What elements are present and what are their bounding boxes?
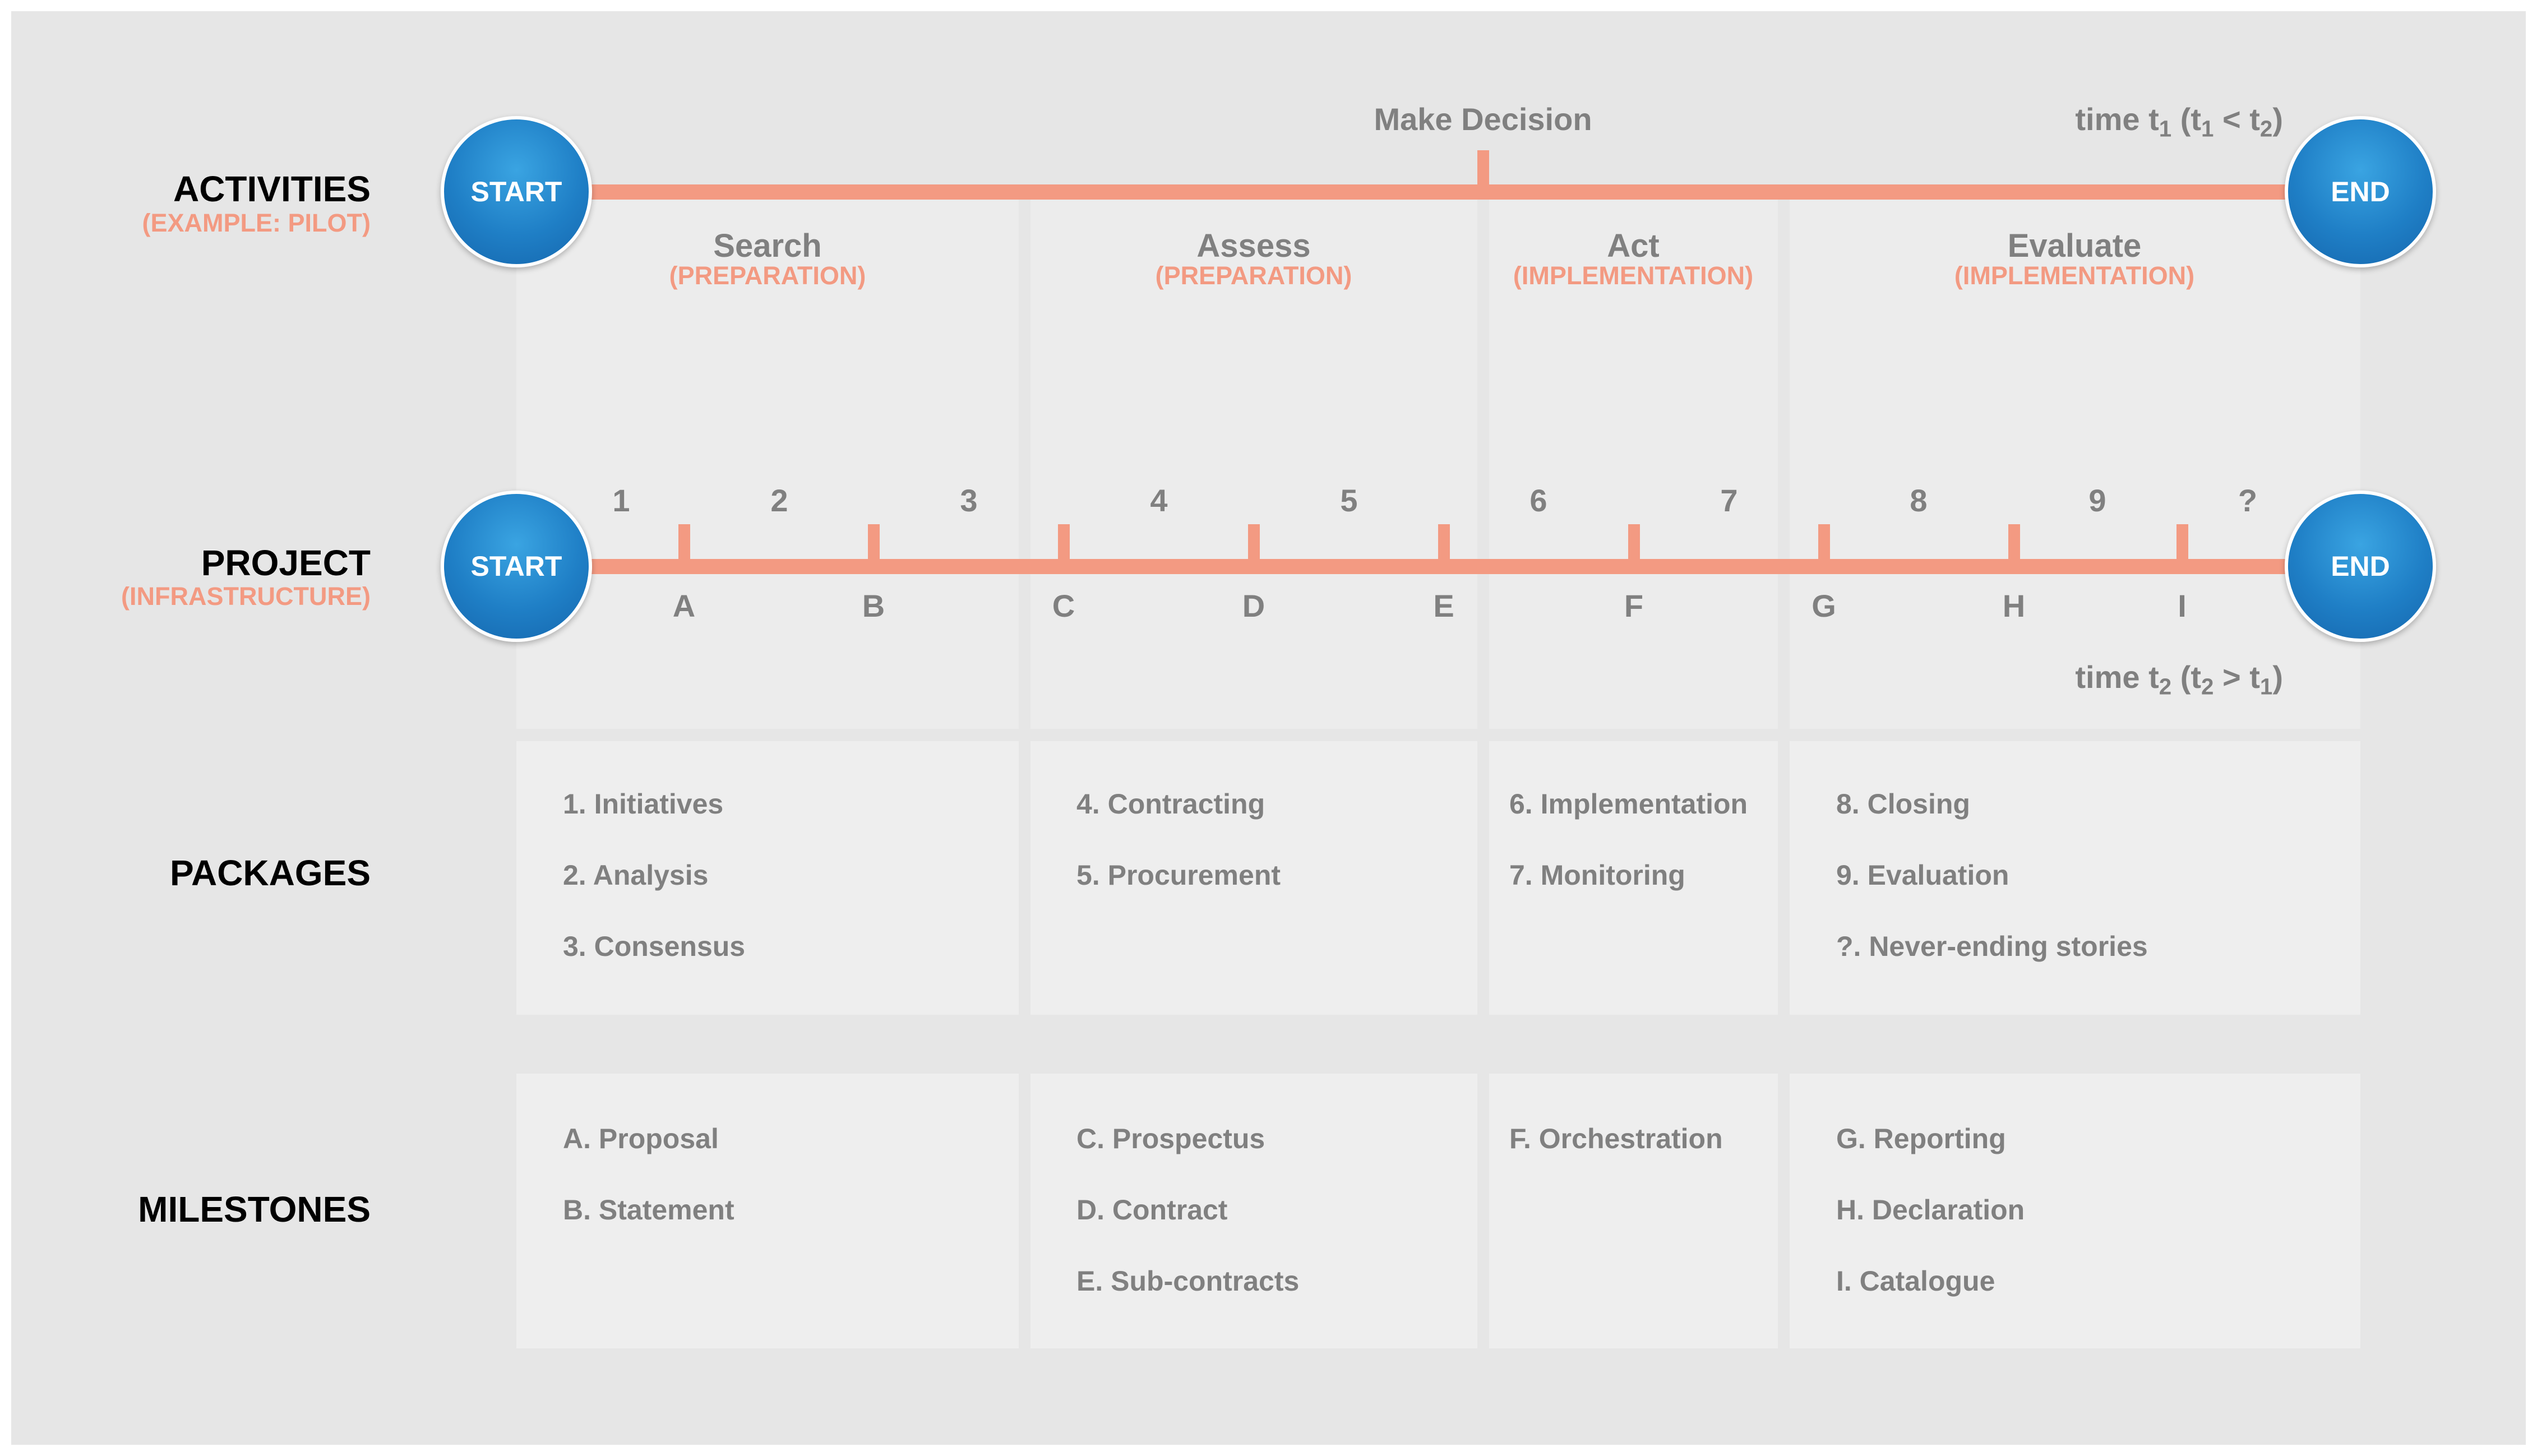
milestone-letter: B	[862, 588, 885, 623]
project-timeline	[589, 559, 2296, 574]
milestone-item: E. Sub-contracts	[1076, 1265, 1300, 1297]
package-number: ?	[2238, 483, 2258, 518]
milestone-item: G. Reporting	[1836, 1123, 2006, 1154]
time2-subscript: 1	[2259, 673, 2273, 700]
row-label-packages: PACKAGES	[170, 853, 371, 893]
package-number: 5	[1340, 483, 1358, 518]
start-circle-activities: START	[441, 116, 592, 267]
package-item: 3. Consensus	[563, 931, 746, 962]
milestone-tick-h	[2008, 524, 2020, 559]
milestones-box-act	[1489, 1074, 1778, 1348]
phase-sub-evaluate: (IMPLEMENTATION)	[1954, 261, 2195, 290]
time2-text: (t	[2171, 659, 2202, 695]
milestone-item: D. Contract	[1076, 1194, 1228, 1226]
package-number: 4	[1150, 483, 1168, 518]
package-item: 6. Implementation	[1509, 788, 1748, 820]
milestone-letter: H	[2002, 588, 2026, 623]
milestone-letter: F	[1624, 588, 1644, 623]
milestone-item: A. Proposal	[563, 1123, 719, 1154]
time1-text: time t	[2075, 101, 2159, 137]
time2-text: )	[2272, 659, 2283, 695]
phase-title-search: Search	[713, 228, 822, 264]
package-item: 1. Initiatives	[563, 788, 724, 820]
milestone-tick-b	[868, 524, 880, 559]
time1-text: < t	[2213, 101, 2260, 137]
package-number: 2	[770, 483, 788, 518]
phase-sub-act: (IMPLEMENTATION)	[1513, 261, 1754, 290]
end-circle-project: END	[2285, 491, 2436, 642]
milestone-tick-a	[678, 524, 690, 559]
row-label-project: PROJECT	[201, 543, 371, 583]
packages-box-search	[516, 741, 1019, 1015]
package-number: 7	[1720, 483, 1738, 518]
time1-text: (t	[2171, 101, 2202, 137]
phase-panel-act	[1489, 191, 1778, 729]
phase-title-act: Act	[1607, 228, 1660, 264]
milestones-box-assess	[1030, 1074, 1477, 1348]
packages-box-assess	[1030, 741, 1477, 1015]
phase-panel-search	[516, 191, 1019, 729]
package-item: 9. Evaluation	[1836, 859, 2009, 891]
decision-tick	[1477, 150, 1489, 184]
milestone-tick-i	[2176, 524, 2188, 559]
milestone-tick-e	[1438, 524, 1450, 559]
phase-title-evaluate: Evaluate	[2007, 228, 2142, 264]
row-sub-project: (INFRASTRUCTURE)	[121, 582, 371, 611]
milestones-box-search	[516, 1074, 1019, 1348]
package-item: 4. Contracting	[1076, 788, 1265, 820]
milestone-letter: G	[1812, 588, 1836, 623]
time1-subscript: 1	[2201, 115, 2214, 142]
phase-title-assess: Assess	[1196, 228, 1311, 264]
start-circle-project: START	[441, 491, 592, 642]
package-item: 2. Analysis	[563, 859, 709, 891]
package-number: 9	[2088, 483, 2106, 518]
packages-box-act	[1489, 741, 1778, 1015]
milestone-tick-g	[1818, 524, 1830, 559]
milestone-item: I. Catalogue	[1836, 1265, 1995, 1297]
package-number: 8	[1910, 483, 1928, 518]
phase-sub-assess: (PREPARATION)	[1155, 261, 1352, 290]
package-item: ?. Never-ending stories	[1836, 931, 2148, 962]
milestone-item: B. Statement	[563, 1194, 734, 1226]
milestone-item: H. Declaration	[1836, 1194, 2025, 1226]
row-sub-activities: (EXAMPLE: PILOT)	[142, 209, 371, 237]
phase-panel-assess	[1030, 191, 1477, 729]
milestone-letter: C	[1052, 588, 1075, 623]
time2-label: time t2 (t2 > t1)	[2075, 659, 2283, 700]
milestones-box-evaluate	[1790, 1074, 2360, 1348]
milestone-tick-d	[1248, 524, 1260, 559]
package-item: 7. Monitoring	[1509, 859, 1685, 891]
row-label-milestones: MILESTONES	[138, 1189, 371, 1229]
row-label-activities: ACTIVITIES	[173, 169, 371, 209]
time2-subscript: 2	[2201, 673, 2214, 700]
milestone-tick-f	[1628, 524, 1640, 559]
milestone-tick-c	[1058, 524, 1070, 559]
time1-subscript: 2	[2259, 115, 2273, 142]
milestone-item: F. Orchestration	[1509, 1123, 1723, 1154]
milestone-item: C. Prospectus	[1076, 1123, 1265, 1154]
phase-sub-search: (PREPARATION)	[669, 261, 866, 290]
package-item: 5. Procurement	[1076, 859, 1281, 891]
time2-text: time t	[2075, 659, 2159, 695]
package-number: 3	[960, 483, 978, 518]
packages-box-evaluate	[1790, 741, 2360, 1015]
package-number: 1	[612, 483, 630, 518]
package-item: 8. Closing	[1836, 788, 1970, 820]
package-number: 6	[1529, 483, 1547, 518]
milestone-letter: E	[1433, 588, 1454, 623]
milestone-letter: A	[672, 588, 696, 623]
time2-subscript: 2	[2159, 673, 2172, 700]
activities-timeline	[589, 184, 2296, 200]
time1-subscript: 1	[2159, 115, 2172, 142]
end-circle-activities: END	[2285, 116, 2436, 267]
time1-label: time t1 (t1 < t2)	[2075, 101, 2283, 142]
milestone-letter: I	[2178, 588, 2187, 623]
make-decision-label: Make Decision	[1374, 101, 1592, 137]
time2-text: > t	[2213, 659, 2260, 695]
phase-panel-evaluate	[1790, 191, 2360, 729]
time1-text: )	[2272, 101, 2283, 137]
milestone-letter: D	[1242, 588, 1265, 623]
